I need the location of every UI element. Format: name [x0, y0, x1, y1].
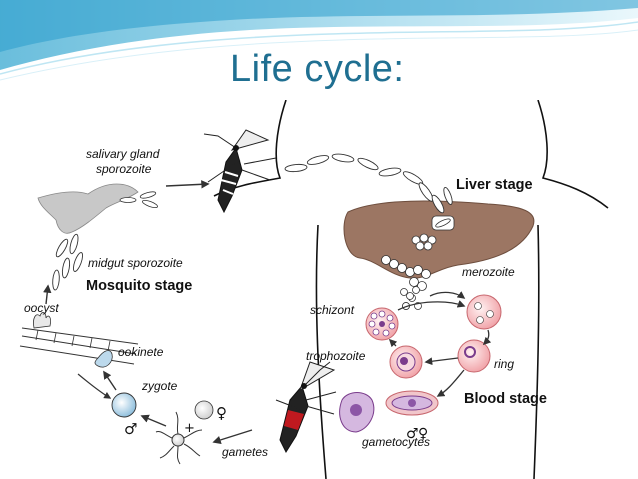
female-gamete-cell [194, 400, 214, 420]
symbol-plus: + [184, 421, 195, 436]
header-wave-decoration [0, 0, 638, 81]
label-schizont: schizont [310, 303, 355, 317]
arrow-schizont-to-merozoite [397, 300, 466, 311]
arrow-mosquito-cycle [77, 373, 112, 399]
arrow-trophozoite-to-schizont [388, 338, 398, 348]
slide-title: Life cycle: [230, 48, 405, 90]
trophozoite-rbc [389, 345, 423, 379]
symbol-male-right: ♂ [406, 426, 419, 442]
schizont-rbc [365, 307, 399, 341]
stage-mosquito: Mosquito stage [86, 278, 192, 294]
label-ookinete: ookinete [118, 345, 164, 359]
stage-liver: Liver stage [456, 177, 533, 193]
mosquito-top-icon [203, 129, 277, 214]
symbol-male-left: ♂ [124, 420, 137, 438]
midgut-sporozoites [52, 233, 84, 291]
human-body-outline [213, 100, 609, 479]
merozoite-rbc [466, 294, 502, 330]
label-gametes: gametes [222, 445, 268, 459]
symbol-female-left: ♀ [216, 404, 227, 422]
liver-schizont-cluster [411, 233, 437, 251]
mosquito-bottom-icon [275, 361, 337, 454]
label-midgut-sporozoite: midgut sporozoite [88, 256, 183, 270]
arrow-ring-to-trophozoite [424, 357, 459, 366]
stage-blood: Blood stage [464, 391, 547, 407]
label-merozoite: merozoite [462, 265, 515, 279]
hepatocyte-sporozoite [431, 215, 455, 231]
liver-shape [343, 200, 535, 279]
salivary-gland-icon [37, 183, 158, 234]
oocyst-gut-wall [19, 312, 139, 365]
label-trophozoite: trophozoite [306, 349, 366, 363]
label-gametocytes: gametocytes [362, 435, 430, 449]
arrow-zygote-to-ookinete [103, 370, 117, 391]
zygote-cell [111, 392, 137, 418]
arrow-merozoite-to-ring [482, 329, 492, 346]
male-gamete-flagella [155, 411, 203, 465]
arrow-oocyst-to-sporozoite [43, 284, 52, 305]
arrow-ring-to-gametocytes [436, 369, 465, 397]
arrow-liver-to-merozoite [429, 291, 466, 299]
gametocyte-cells [339, 390, 439, 433]
label-ring: ring [494, 357, 514, 371]
symbol-female-right: ♀ [418, 426, 428, 442]
ookinete-icon [94, 350, 113, 368]
ring-rbc [457, 339, 491, 373]
label-oocyst: oocyst [24, 301, 59, 315]
arrow-gametocytes-to-gametes [212, 429, 253, 444]
bloodstream-sporozoites [284, 153, 453, 214]
label-salivary-gland: salivary gland [86, 147, 160, 161]
arrow-gametes-to-zygote [140, 414, 167, 427]
label-sporozoite: sporozoite [96, 162, 152, 176]
label-zygote: zygote [141, 379, 178, 393]
arrow-sporozoite-to-mosquito [165, 180, 210, 189]
life-cycle-diagram: salivary gland sporozoite Liver stage mi… [19, 100, 609, 479]
